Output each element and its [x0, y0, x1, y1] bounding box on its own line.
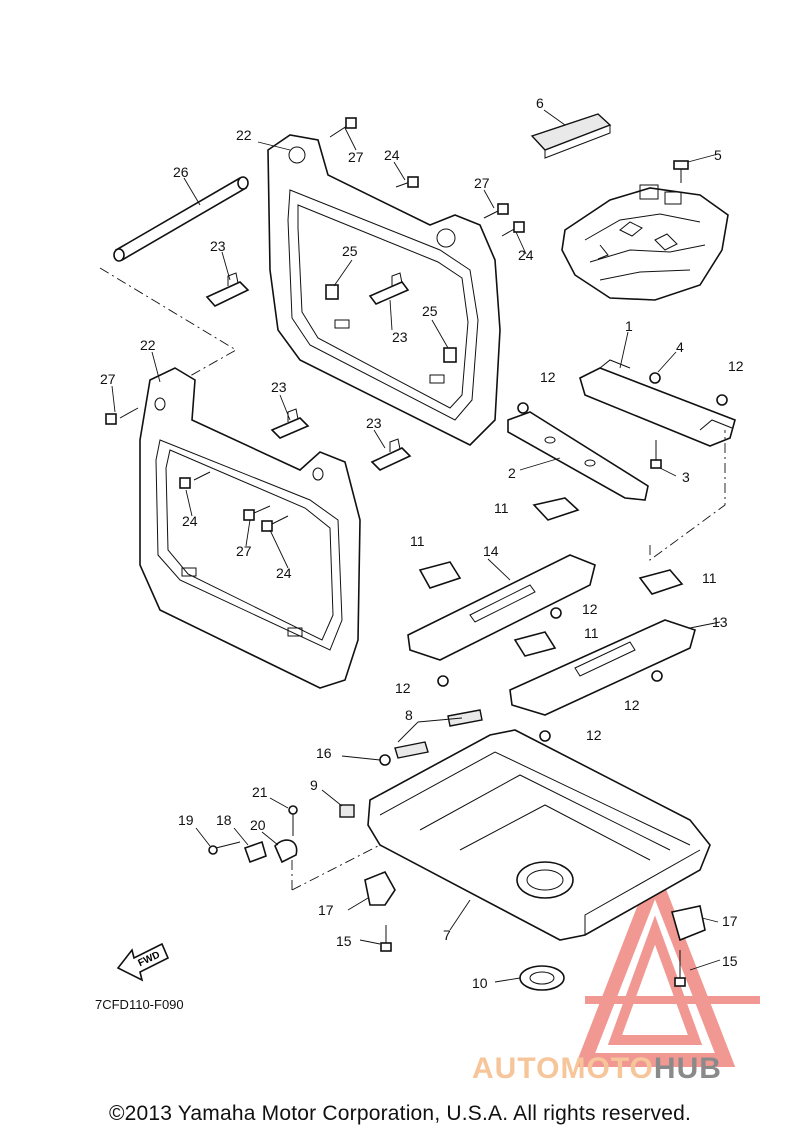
- callout-23-c: 23: [271, 379, 287, 395]
- callout-12-d: 12: [395, 680, 411, 696]
- mount-plates: [407, 372, 728, 742]
- callout-12-a: 12: [540, 369, 556, 385]
- callout-11-d: 11: [584, 625, 599, 641]
- callout-11-a: 11: [494, 500, 509, 516]
- bolt-part-5: [673, 160, 689, 183]
- callout-12-c: 12: [582, 601, 598, 617]
- pad-part-6: [530, 113, 612, 159]
- shaft-part-26: [113, 176, 249, 262]
- callout-16: 16: [316, 745, 332, 761]
- callout-22-b: 22: [140, 337, 156, 353]
- watermark-part-2: HUB: [653, 1052, 722, 1085]
- callout-26: 26: [173, 164, 189, 180]
- callout-3: 3: [682, 469, 690, 485]
- callout-15-b: 15: [722, 953, 738, 969]
- leader-lines: [111, 109, 721, 983]
- bracket-part-1: [579, 359, 736, 447]
- callout-24-d: 24: [276, 565, 292, 581]
- callout-12-f: 12: [624, 697, 640, 713]
- fwd-arrow-icon: FWD: [116, 942, 170, 982]
- callout-18: 18: [216, 812, 232, 828]
- callout-5: 5: [714, 147, 722, 163]
- copyright-notice: ©2013 Yamaha Motor Corporation, U.S.A. A…: [108, 1102, 692, 1125]
- callout-27-a: 27: [348, 149, 364, 165]
- callout-11-b: 11: [410, 533, 425, 549]
- callout-4: 4: [676, 339, 684, 355]
- clip-part-25: [325, 284, 457, 363]
- callout-9: 9: [310, 777, 318, 793]
- callout-6: 6: [536, 95, 544, 111]
- callout-13: 13: [712, 614, 728, 630]
- callout-8: 8: [405, 707, 413, 723]
- callout-10: 10: [472, 975, 488, 991]
- callout-17-b: 17: [722, 913, 738, 929]
- callout-12-e: 12: [586, 727, 602, 743]
- engine-block: [561, 184, 729, 301]
- diagram-code: 7CFD110-F090: [95, 997, 184, 1012]
- callout-27-b: 27: [474, 175, 490, 191]
- front-frame-lower: [139, 367, 361, 689]
- callout-27-c: 27: [100, 371, 116, 387]
- callout-15-a: 15: [336, 933, 352, 949]
- callout-7: 7: [443, 927, 451, 943]
- callout-17-a: 17: [318, 902, 334, 918]
- callout-labels: 1 2 3 4 5 6 7 8 9 10 11 11 11 11 12 12 1…: [100, 95, 744, 991]
- bracket-part-2: [507, 411, 649, 501]
- callout-23-d: 23: [366, 415, 382, 431]
- callout-11-c: 11: [702, 570, 717, 586]
- callout-27-d: 27: [236, 543, 252, 559]
- small-hardware: [208, 754, 706, 991]
- callout-21: 21: [252, 784, 268, 800]
- callout-25-a: 25: [342, 243, 358, 259]
- watermark-part-1: AUTOMOTO: [472, 1052, 654, 1085]
- callout-24-b: 24: [518, 247, 534, 263]
- callout-19: 19: [178, 812, 194, 828]
- callout-14: 14: [483, 543, 499, 559]
- callout-25-b: 25: [422, 303, 438, 319]
- centre-lines: [99, 267, 726, 891]
- callout-1: 1: [625, 318, 633, 334]
- callout-23-a: 23: [210, 238, 226, 254]
- callout-12-b: 12: [728, 358, 744, 374]
- callout-23-b: 23: [392, 329, 408, 345]
- callout-22-a: 22: [236, 127, 252, 143]
- callout-24-a: 24: [384, 147, 400, 163]
- callout-20: 20: [250, 817, 266, 833]
- bolts-24-27: [105, 117, 525, 532]
- bottom-cowling-part-7: [339, 709, 711, 941]
- bracket-part-23: [205, 272, 412, 471]
- callout-2: 2: [508, 465, 516, 481]
- watermark-text: AUTOMOTOHUB: [472, 1052, 722, 1086]
- callout-24-c: 24: [182, 513, 198, 529]
